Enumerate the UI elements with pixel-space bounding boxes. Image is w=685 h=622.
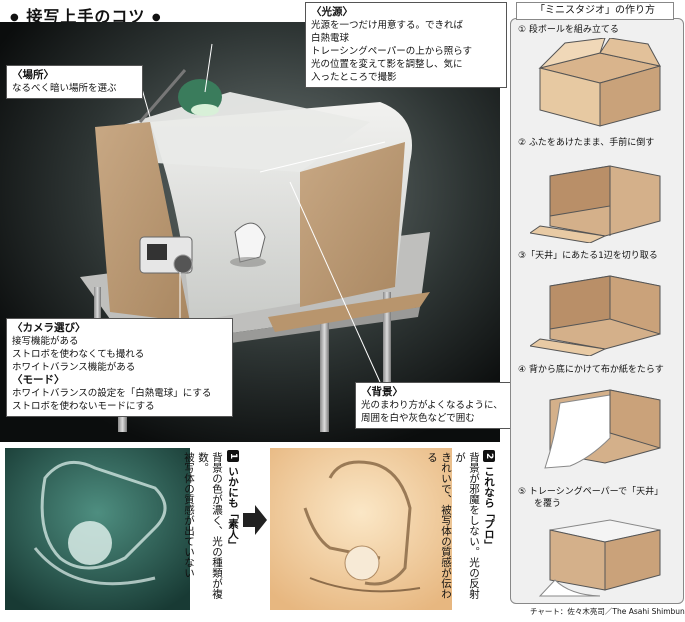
light-source-heading: 〈光源〉 [311, 6, 353, 18]
background-heading: 〈背景〉 [361, 386, 403, 398]
lamp-arm [138, 69, 187, 123]
step-2-label: ② ふたをあけたまま、手前に倒す [518, 138, 655, 148]
step-5-label-cont: を覆う [534, 499, 562, 509]
background-line: 周囲を白や灰色などで囲む [361, 413, 475, 424]
place-heading: 〈場所〉 [12, 69, 54, 81]
background-box: 〈背景〉 光のまわり方がよくなるように、 周囲を白や灰色などで囲む [355, 382, 512, 429]
step-5-label: ⑤ トレーシングペーパーで「天井」 [518, 487, 664, 497]
camera-screen [147, 244, 167, 260]
page-title: ● 接写上手のコツ ● [10, 3, 162, 27]
camera-line: 接写機能がある [12, 336, 79, 347]
bullet-dot: ● [151, 12, 162, 23]
photo-2-label: 2 これなら「プロ」 [482, 450, 496, 610]
photo-1-caption-line: 被写体の質感が出ていない [183, 452, 195, 578]
amateur-photo-image [5, 448, 190, 610]
place-box: 〈場所〉 なるべく暗い場所を選ぶ [6, 65, 143, 99]
professional-photo-image [270, 448, 452, 610]
camera-line: ストロボを使わなくても撮れる [12, 349, 145, 360]
photo-1-caption: 背景の色が濃く、光の種類が複数。 被写体の質感が出ていない [183, 452, 224, 607]
photo-2-caption: 背景が邪魔をしない。光の反射が きれいで、被写体の質感が伝わる [426, 452, 481, 607]
mini-studio-title: 「ミニスタジオ」の作り方 [516, 2, 674, 20]
camera-heading: 〈カメラ選び〉 [12, 322, 86, 334]
step-1-box-icon [538, 38, 661, 127]
mode-heading: 〈モード〉 [12, 374, 65, 386]
pointer-line [259, 141, 386, 173]
step-4-box-icon [544, 389, 661, 469]
arrow-right-icon [243, 505, 267, 535]
light-source-box: 〈光源〉 光源を一つだけ用意する。できれば 白熱電球 トレーシングペーパーの上か… [305, 2, 507, 88]
photo-1-label-text: いかにも「素人」 [227, 465, 239, 550]
step-5-box-icon [538, 519, 661, 597]
photo-1-caption-line: 背景の色が濃く、光の種類が複数。 [197, 452, 223, 599]
pointer-line [204, 43, 213, 93]
background-line: 光のまわり方がよくなるように、 [361, 400, 503, 411]
title-text: 接写上手のコツ [26, 7, 146, 26]
photo-1-number: 1 [227, 450, 239, 462]
credit-line: チャート：佐々木亮司／The Asahi Shimbun [530, 607, 685, 616]
step-3-label: ③「天井」にあたる1辺を切り取る [518, 251, 658, 261]
step-2-box-icon [530, 165, 661, 243]
mode-line: ホワイトバランスの設定を「白熱電球」にする [12, 388, 212, 399]
mode-line: ストロボを使わないモードにする [12, 401, 155, 412]
tracing-paper [100, 92, 370, 172]
place-line: なるべく暗い場所を選ぶ [12, 83, 117, 94]
mini-studio-title-text: 「ミニスタジオ」の作り方 [535, 5, 655, 16]
subject-object [234, 222, 266, 263]
step-4-label: ④ 背から底にかけて布か紙をたらす [518, 365, 664, 375]
photo-2-label-text: これなら「プロ」 [483, 465, 495, 550]
table-leg [383, 292, 391, 397]
object-shadow [230, 257, 266, 267]
photo-2-caption-line: 背景が邪魔をしない。光の反射が [454, 452, 480, 599]
light-line: 光の位置を変えて影を調整し、気に [311, 59, 463, 70]
amateur-photo [5, 448, 190, 610]
professional-photo [270, 448, 452, 610]
step-3-box-icon [530, 275, 661, 356]
light-line: トレーシングペーパーの上から照らす [311, 46, 473, 57]
right-board [300, 142, 405, 307]
light-line: 入ったところで撮影 [311, 72, 397, 83]
bullet-dot: ● [10, 12, 20, 23]
camera-line: ホワイトバランス機能がある [12, 362, 136, 373]
camera-lens [173, 254, 193, 274]
table-leg [320, 322, 329, 432]
light-line: 光源を一つだけ用意する。できれば [311, 20, 464, 31]
pointer-line [289, 181, 381, 383]
step-1-label: ① 段ボールを組み立てる [518, 25, 619, 35]
camera-box: 〈カメラ選び〉 接写機能がある ストロボを使わなくても撮れる ホワイトバランス機… [6, 318, 233, 417]
photo-2-number: 2 [483, 450, 495, 462]
photo-1-label: 1 いかにも「素人」 [226, 450, 240, 610]
lamp-bulb [191, 104, 219, 116]
light-line: 白熱電球 [311, 33, 350, 44]
photo-2-caption-line: きれいで、被写体の質感が伝わる [426, 452, 452, 599]
